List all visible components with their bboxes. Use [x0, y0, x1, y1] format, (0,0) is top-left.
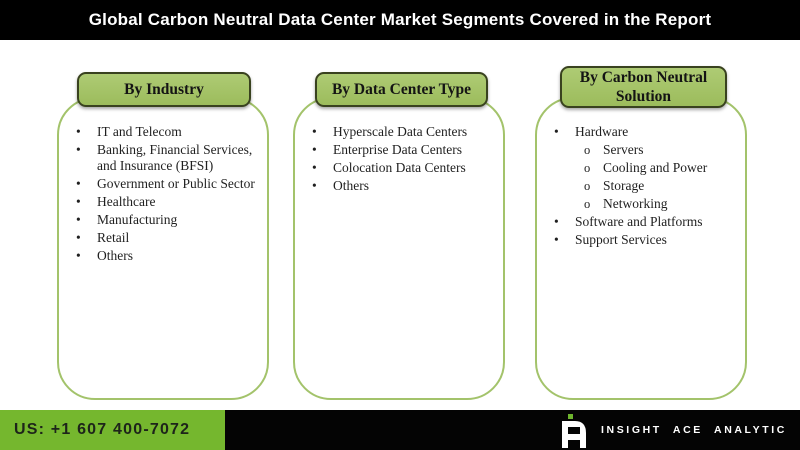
list-item-label: Hyperscale Data Centers — [333, 124, 468, 139]
bullet-icon: • — [312, 160, 317, 175]
panel-title: By Industry — [124, 80, 204, 98]
panel-by-carbon-neutral-solution: • Hardware o Servers o Cooling and Power… — [535, 97, 747, 400]
content-area: • IT and Telecom • Banking, Financial Se… — [0, 40, 800, 410]
list-item: • Colocation Data Centers — [309, 160, 495, 176]
bullet-icon: • — [76, 212, 81, 227]
title-bar: Global Carbon Neutral Data Center Market… — [0, 0, 800, 40]
bullet-icon: • — [76, 248, 81, 263]
list-item-label: Software and Platforms — [575, 214, 703, 229]
list-item: • Manufacturing — [73, 212, 259, 228]
panel-title: By Data Center Type — [331, 80, 472, 98]
sub-list-item: o Networking — [581, 196, 737, 212]
page-title: Global Carbon Neutral Data Center Market… — [88, 10, 712, 29]
sub-list-item-label: Storage — [603, 178, 645, 193]
bullet-icon: • — [76, 194, 81, 209]
circle-bullet-icon: o — [584, 197, 591, 211]
list-item: • Government or Public Sector — [73, 176, 259, 192]
list-item: • Others — [309, 178, 495, 194]
list-item-label: Hardware — [575, 124, 629, 139]
bullet-icon: • — [312, 178, 317, 193]
list-item: • Retail — [73, 230, 259, 246]
bullet-icon: • — [312, 124, 317, 139]
panel-by-data-center-type: • Hyperscale Data Centers • Enterprise D… — [293, 97, 505, 400]
list-item-label: Retail — [97, 230, 130, 245]
panel-title: By Carbon Neutral Solution — [579, 68, 708, 105]
list-item: • Support Services — [551, 232, 737, 248]
footer-bar: US: +1 607 400-7072 INSIGHT ACE ANALYTIC — [0, 410, 800, 450]
bullet-icon: • — [554, 214, 559, 229]
list-item: • Enterprise Data Centers — [309, 142, 495, 158]
bullet-icon: • — [76, 124, 81, 139]
panel-header-by-industry: By Industry — [77, 72, 251, 107]
sub-list-item: o Servers — [581, 142, 737, 158]
list-item-label: Banking, Financial Services, and Insuran… — [97, 142, 253, 173]
list-item-label: Others — [333, 178, 369, 193]
list-item: • Healthcare — [73, 194, 259, 210]
bullet-icon: • — [76, 176, 81, 191]
circle-bullet-icon: o — [584, 179, 591, 193]
brand-name: INSIGHT ACE ANALYTIC — [601, 424, 787, 436]
bullet-icon: • — [554, 232, 559, 247]
list-item-label: Healthcare — [97, 194, 156, 209]
list-item: • Others — [73, 248, 259, 264]
list-item-label: Others — [97, 248, 133, 263]
panel-body-carbon-neutral-solution: • Hardware o Servers o Cooling and Power… — [537, 99, 745, 248]
bullet-icon: • — [76, 142, 81, 157]
panel-by-industry: • IT and Telecom • Banking, Financial Se… — [57, 97, 269, 400]
bullet-icon: • — [76, 230, 81, 245]
list-item: • Software and Platforms — [551, 214, 737, 230]
bullet-icon: • — [312, 142, 317, 157]
sub-list-item: o Cooling and Power — [581, 160, 737, 176]
list-item: • IT and Telecom — [73, 124, 259, 140]
list-item-label: Support Services — [575, 232, 667, 247]
list-item-label: Manufacturing — [97, 212, 178, 227]
phone-banner: US: +1 607 400-7072 — [0, 410, 225, 450]
sub-list-item-label: Cooling and Power — [603, 160, 708, 175]
circle-bullet-icon: o — [584, 161, 591, 175]
insight-ace-logo-icon — [562, 414, 586, 448]
list-item: • Hardware — [551, 124, 737, 140]
panel-header-by-data-center-type: By Data Center Type — [315, 72, 488, 107]
circle-bullet-icon: o — [584, 143, 591, 157]
sub-list-item-label: Networking — [603, 196, 668, 211]
brand-banner: INSIGHT ACE ANALYTIC — [225, 410, 800, 450]
sub-list-item: o Storage — [581, 178, 737, 194]
list-item: • Hyperscale Data Centers — [309, 124, 495, 140]
list-item: • Banking, Financial Services, and Insur… — [73, 142, 259, 174]
list-item-label: Enterprise Data Centers — [333, 142, 462, 157]
panel-header-by-carbon-neutral-solution: By Carbon Neutral Solution — [560, 66, 727, 108]
phone-number: US: +1 607 400-7072 — [14, 421, 191, 438]
panel-body-industry: • IT and Telecom • Banking, Financial Se… — [59, 99, 267, 264]
bullet-icon: • — [554, 124, 559, 139]
list-item-label: Government or Public Sector — [97, 176, 255, 191]
list-item-label: IT and Telecom — [97, 124, 182, 139]
panel-body-data-center-type: • Hyperscale Data Centers • Enterprise D… — [295, 99, 503, 194]
sub-list-item-label: Servers — [603, 142, 644, 157]
list-item-label: Colocation Data Centers — [333, 160, 466, 175]
